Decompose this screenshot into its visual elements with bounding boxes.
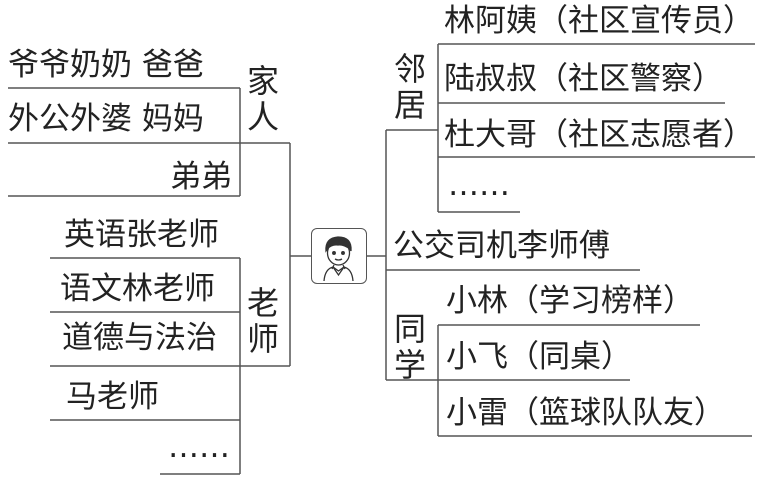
family-group-label: 家人: [247, 62, 280, 136]
teacher-more: ……: [168, 429, 230, 465]
teacher-morality-law: 道德与法治: [62, 320, 217, 356]
classmate-group-label: 同学: [394, 310, 427, 384]
family-member-maternal-grandparents: 外公外婆 妈妈: [8, 101, 204, 137]
center-avatar: [311, 228, 367, 284]
teacher-group-label: 老师: [247, 284, 280, 358]
classmate-xiaofei: 小飞（同桌）: [446, 339, 632, 375]
bus-driver-label: 公交司机李师傅: [393, 228, 610, 264]
teacher-english: 英语张老师: [64, 217, 219, 253]
family-member-brother: 弟弟: [170, 159, 232, 195]
neighbor-uncle-lu: 陆叔叔（社区警察）: [444, 61, 723, 97]
neighbor-aunt-lin: 林阿姨（社区宣传员）: [444, 3, 754, 39]
neighbor-brother-du: 杜大哥（社区志愿者）: [444, 117, 754, 153]
classmate-xiaolin: 小林（学习榜样）: [446, 283, 694, 319]
family-member-grandparents: 爷爷奶奶 爸爸: [8, 47, 204, 83]
classmate-xiaolei: 小雷（篮球队队友）: [446, 395, 725, 431]
teacher-ma: 马老师: [66, 379, 159, 415]
neighbor-more: ……: [448, 167, 510, 203]
child-avatar-icon: [323, 236, 354, 282]
teacher-chinese: 语文林老师: [60, 271, 215, 307]
neighbor-group-label: 邻居: [394, 50, 427, 124]
